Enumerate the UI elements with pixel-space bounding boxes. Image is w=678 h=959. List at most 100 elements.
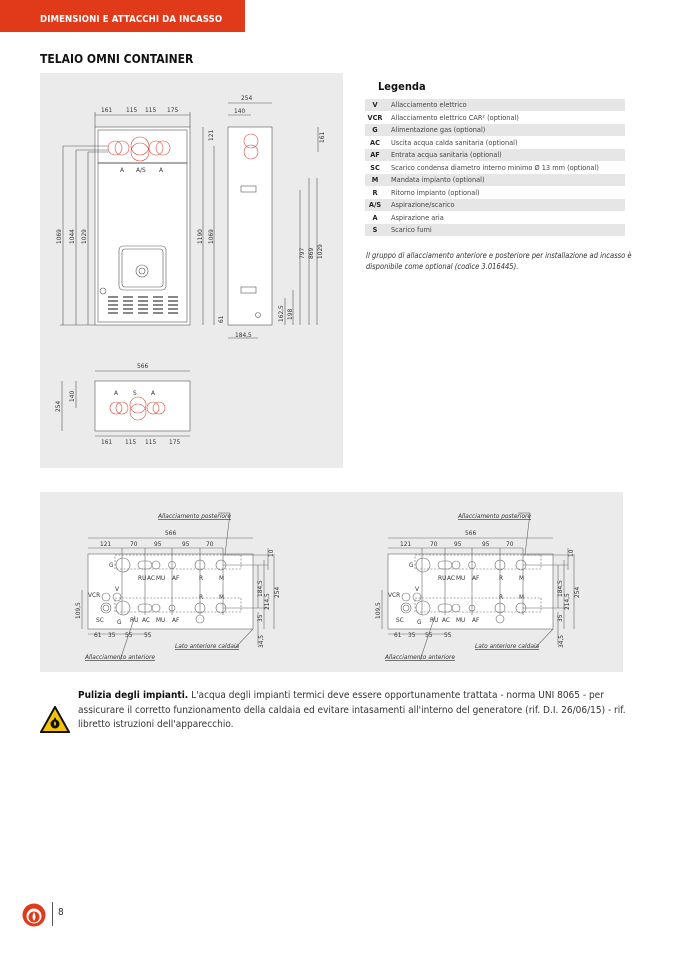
brand-logo-icon (22, 903, 46, 927)
legend-code: M (371, 175, 379, 184)
dim-label: 140 (68, 391, 76, 402)
dim-label: 1190 (196, 229, 204, 244)
legend-code: SC (370, 162, 380, 172)
dim-label: 1029 (80, 229, 88, 244)
legend-desc: Aspirazione aria (391, 212, 444, 222)
port-label: SC (396, 616, 404, 624)
port-label: RU (138, 574, 146, 582)
dim-label: 254 (273, 587, 281, 598)
port-label: S (133, 389, 137, 397)
port-label: SC (96, 616, 104, 624)
dimension-drawings: 161 115 115 175 1069 1044 1029 A A/S A 2… (54, 94, 326, 446)
legend-desc: Scarico fumi (391, 225, 432, 234)
port-label: AC (142, 616, 150, 624)
connection-labels: Allacciamento posteriore 566 121 70 95 9… (74, 512, 281, 661)
dim-label: 109,5 (374, 602, 382, 619)
legend-code: V (372, 100, 378, 109)
dim-label: 34,5 (557, 635, 565, 648)
dim-label: 1029 (316, 244, 324, 259)
port-label: RU (130, 616, 138, 624)
dim-label: 61 (94, 631, 102, 639)
legend-desc: Allacciamento elettrico (391, 100, 467, 109)
water-treatment-warning: Pulizia degli impianti. L'acqua degli im… (78, 689, 638, 733)
dim-label: 34,5 (257, 635, 265, 648)
port-label: AF (172, 574, 180, 582)
dim-label: 1044 (68, 229, 76, 244)
dim-label: 61 (217, 315, 225, 323)
dim-label: 869 (307, 248, 315, 259)
legend-item: V Allacciamento elettrico (365, 99, 625, 111)
port-label: RU (438, 574, 446, 582)
legend-desc: Entrata acqua sanitaria (optional) (391, 150, 502, 159)
dim-label: 70 (430, 540, 438, 548)
port-label: A/S (136, 166, 146, 174)
dim-label: 175 (169, 438, 180, 446)
legend-item: M Mandata impianto (optional) (365, 174, 625, 186)
dim-label: 161 (101, 106, 112, 114)
dim-label: 115 (145, 106, 156, 114)
port-label: G (117, 618, 122, 626)
port-label: R (199, 574, 203, 582)
front-side-label: Lato anteriore caldaia (175, 642, 240, 650)
legend-title: Legenda (378, 80, 426, 93)
legend-code: G (372, 125, 378, 134)
dim-label: 55 (144, 631, 152, 639)
legend-desc: Mandata impianto (optional) (391, 175, 485, 184)
port-label: V (415, 585, 419, 593)
dim-label: 35 (108, 631, 116, 639)
port-label: MU (456, 574, 465, 582)
warning-icon (40, 706, 70, 733)
front-connection-label: Allacciamento anteriore (84, 653, 155, 661)
dim-label: 10 (267, 549, 275, 557)
dim-label: 254 (241, 94, 252, 102)
section-title: DIMENSIONI E ATTACCHI DA INCASSO (40, 14, 223, 25)
dim-label: 70 (506, 540, 514, 548)
dim-label: 121 (100, 540, 111, 548)
legend-desc: Alimentazione gas (optional) (391, 125, 486, 134)
port-label: A (114, 389, 118, 397)
side-view-labels: 254 140 121 1190 1069 161 797 869 1029 1… (196, 94, 326, 339)
dim-label: 10 (567, 549, 575, 557)
legend-desc: Allacciamento elettrico CAR² (optional) (391, 112, 519, 122)
port-label: A (120, 166, 124, 174)
port-label: R (499, 574, 503, 582)
optional-note: Il gruppo di allacciamento anteriore e p… (366, 251, 632, 271)
side-view-drawing (202, 102, 319, 339)
port-label: G (109, 561, 114, 569)
port-label: AC (442, 616, 450, 624)
connection-lines (81, 512, 275, 661)
dim-label: 95 (154, 540, 162, 548)
warning-text: L'acqua degli impianti termici deve esse… (78, 690, 626, 730)
front-view-drawing (60, 112, 191, 326)
port-label: AC (447, 574, 455, 582)
dim-label: 115 (145, 438, 156, 446)
dim-label: 254 (573, 587, 581, 598)
legend-desc: Scarico condensa diametro interno minimo… (391, 162, 599, 172)
section-header: DIMENSIONI E ATTACCHI DA INCASSO (0, 0, 245, 32)
dim-label: 140 (234, 107, 245, 115)
dim-label: 1069 (207, 229, 215, 244)
legend-item: A/S Aspirazione/scarico (365, 199, 625, 211)
footer-divider (52, 902, 53, 926)
port-label: R (499, 593, 503, 601)
warning-title: Pulizia degli impianti. (78, 690, 189, 701)
dim-label: 566 (465, 529, 476, 537)
page-number: 8 (58, 907, 64, 918)
dim-label: 95 (182, 540, 190, 548)
rear-connection-label: Allacciamento posteriore (157, 512, 231, 520)
dim-label: 109,5 (74, 602, 82, 619)
dim-label: 214,5 (563, 593, 571, 610)
dim-label: 214,5 (263, 593, 271, 610)
dim-label: 55 (444, 631, 452, 639)
dim-label: 35 (256, 614, 264, 622)
legend-code: A/S (368, 200, 382, 209)
legend-desc: Aspirazione/scarico (391, 200, 455, 209)
legend-desc: Uscita acqua calda sanitaria (optional) (391, 137, 518, 147)
port-label: VCR (88, 591, 100, 599)
dim-label: 162,5 (277, 305, 285, 322)
port-label: A (151, 389, 155, 397)
legend-code: AF (370, 150, 380, 159)
